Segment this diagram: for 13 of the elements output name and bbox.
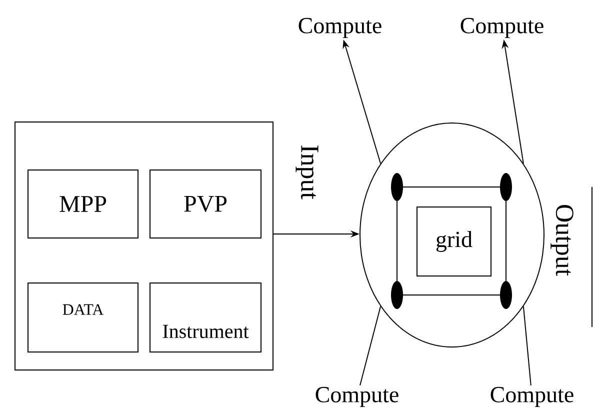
module-box — [14, 122, 274, 370]
module-box: MPP — [28, 170, 138, 238]
compute-label: Compute — [490, 386, 574, 408]
compute-label: Compute — [298, 18, 382, 38]
system-ellipse — [360, 122, 544, 348]
vertical-label: Input — [296, 146, 318, 200]
module-box: PVP — [150, 170, 262, 238]
vertical-label: Output — [550, 204, 574, 276]
compute-label: Compute — [316, 386, 398, 408]
compute-label: Compute — [460, 18, 544, 38]
module-box: DATA — [28, 282, 138, 352]
grid-box: grid — [416, 206, 492, 276]
module-box: Instrument — [150, 282, 262, 352]
